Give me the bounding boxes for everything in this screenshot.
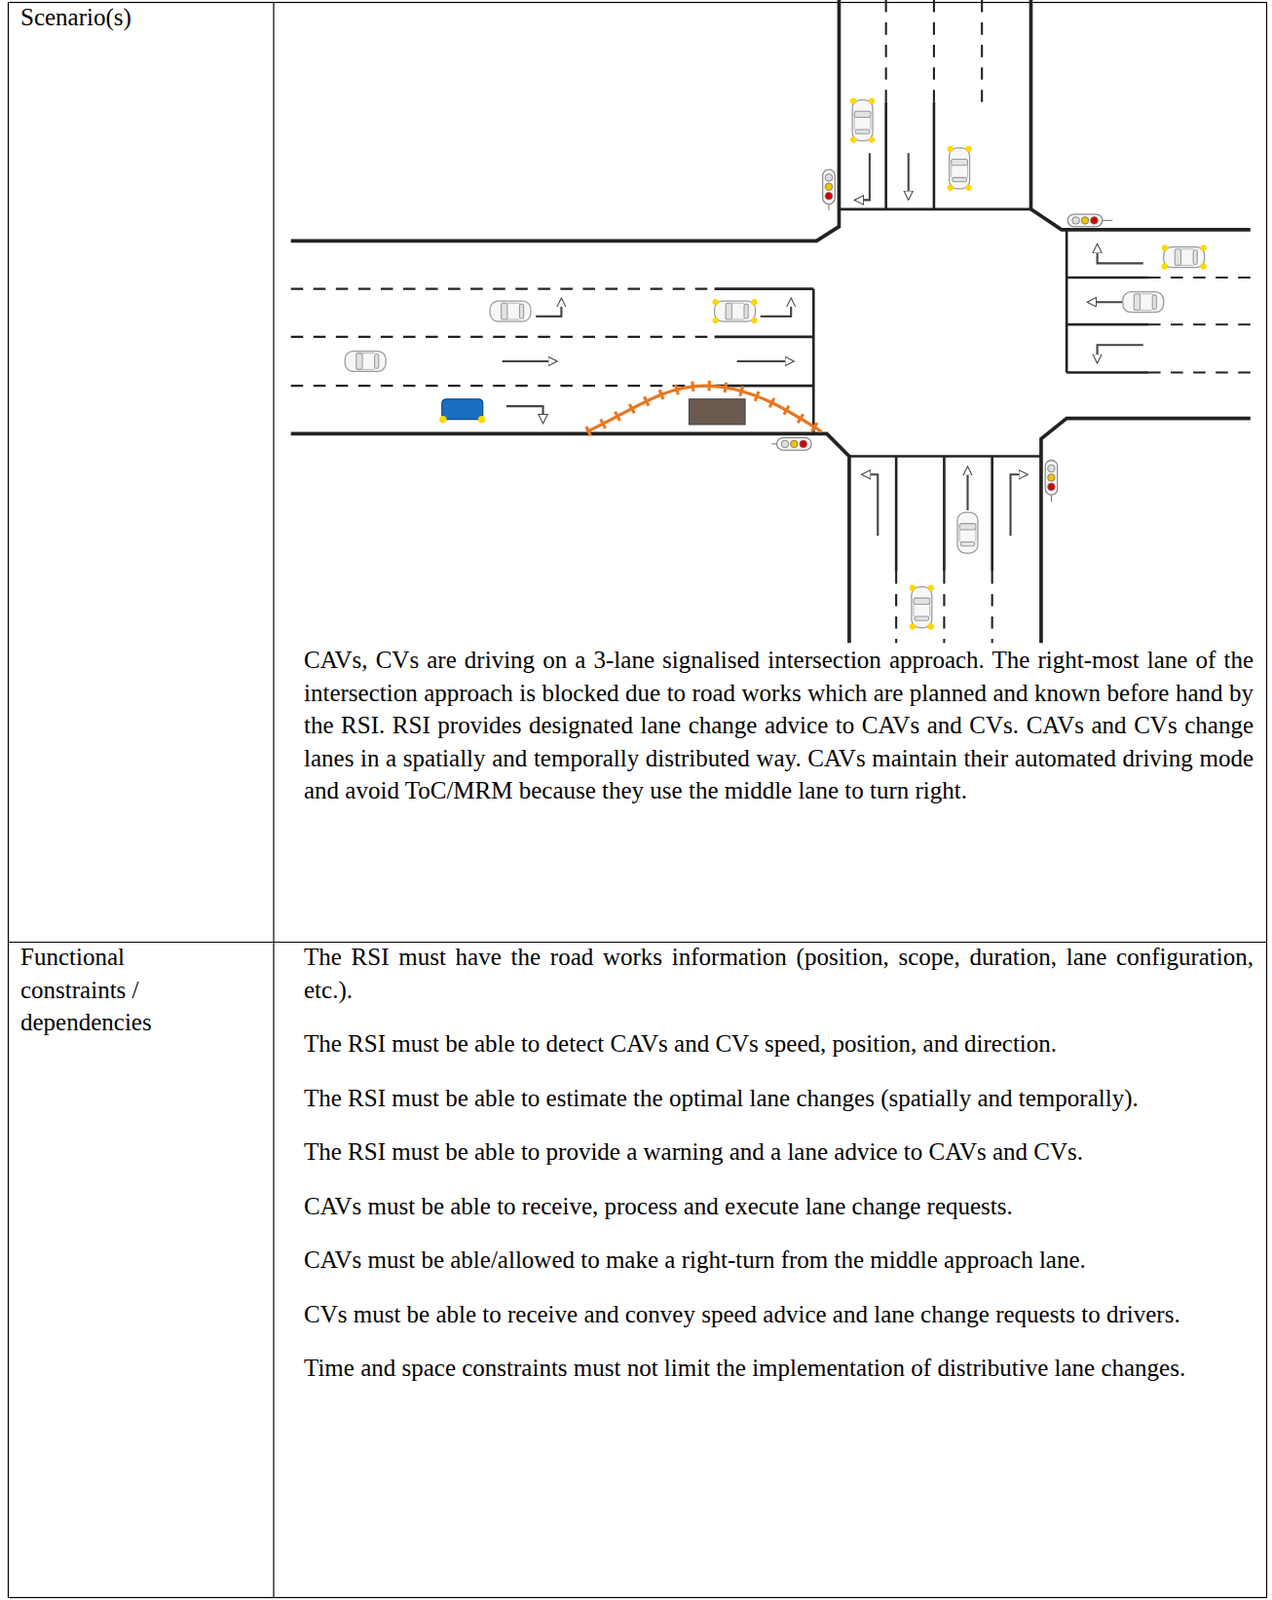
constraint-text: The RSI must be able to estimate the opt… [303, 1082, 1254, 1116]
constraint-text: Time and space constraints must not limi… [303, 1351, 1254, 1385]
intersection-illustration [291, 0, 1251, 643]
row-heading: Scenario(s) [20, 3, 255, 32]
constraint-text: CAVs must be able to receive, process an… [303, 1190, 1254, 1224]
constraint-text: CVs must be able to receive and convey s… [303, 1298, 1254, 1332]
constraints-cell: The RSI must have the road works informa… [303, 940, 1254, 1407]
scenario-text: CAVs, CVs are driving on a 3-lane signal… [303, 643, 1254, 808]
constraint-text: The RSI must be able to provide a warnin… [303, 1135, 1254, 1169]
row-heading: Functional constraints / dependencies [20, 940, 191, 1040]
constraint-text: The RSI must be able to detect CAVs and … [303, 1027, 1254, 1061]
constraint-text: The RSI must have the road works informa… [303, 940, 1254, 1007]
constraint-text: CAVs must be able/allowed to make a righ… [303, 1243, 1254, 1277]
